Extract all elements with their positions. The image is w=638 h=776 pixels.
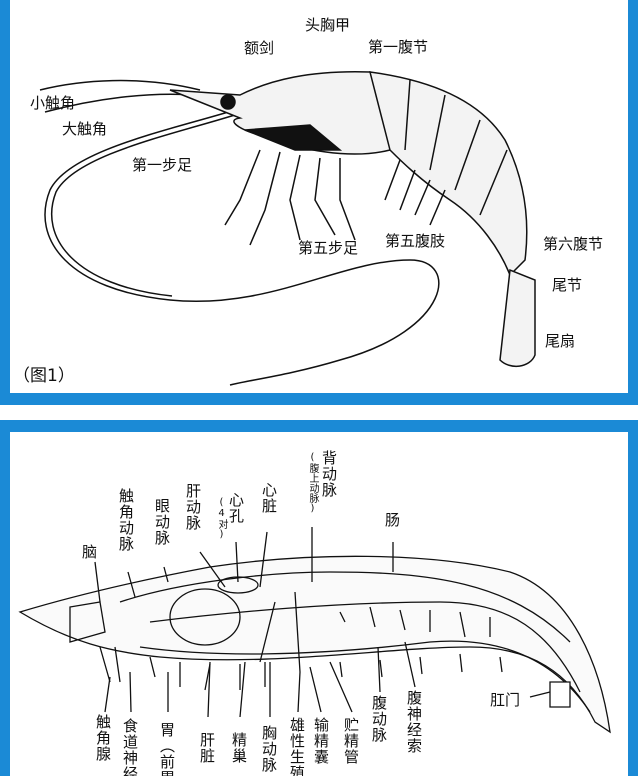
figure-2-canvas: 脑 触角动脉 眼动脉 肝动脉 (4对) 心孔 心脏 (腹上动脉) 背动脉 肠 触… xyxy=(10,432,628,776)
label-male-genital: 雄性生殖 xyxy=(288,717,306,776)
label-brain: 脑 xyxy=(82,543,98,561)
label-antenna: 大触角 xyxy=(62,120,108,138)
label-telson: 尾节 xyxy=(552,276,583,294)
label-antennal-gland: 触角腺 xyxy=(94,714,112,762)
figure-1-canvas: 头胸甲 额剑 第一腹节 小触角 大触角 第一步足 第五步足 第五腹肢 第六腹节 … xyxy=(10,0,628,393)
label-ventral-nerve-cord: 腹神经索 xyxy=(405,690,423,754)
label-ophthalmic-artery: 眼动脉 xyxy=(153,498,171,546)
label-hepatic-artery: 肝动脉 xyxy=(184,483,202,531)
label-liver: 肝脏 xyxy=(198,732,216,764)
label-sixth-abdominal-segment: 第六腹节 xyxy=(543,235,604,253)
label-dorsal-artery: 背动脉 xyxy=(320,450,338,498)
tail-fan-shape xyxy=(499,268,536,367)
label-stomach: 胃（前胃 xyxy=(158,722,176,776)
shrimp-external-illustration xyxy=(39,70,536,386)
eye-icon xyxy=(220,94,236,110)
label-first-walking-leg: 第一步足 xyxy=(132,156,193,174)
label-heart: 心脏 xyxy=(260,482,278,514)
label-anus: 肛门 xyxy=(490,691,521,709)
figure-2-frame: 脑 触角动脉 眼动脉 肝动脉 (4对) 心孔 心脏 (腹上动脉) 背动脉 肠 触… xyxy=(0,420,638,776)
body-outline xyxy=(18,555,611,734)
label-testis: 精巢 xyxy=(230,732,248,764)
antennule-flagellum xyxy=(39,79,201,91)
label-abdominal-artery: 腹动脉 xyxy=(370,695,388,743)
label-ostia: 心孔 xyxy=(227,492,245,524)
antenna-flagellum xyxy=(44,109,440,386)
figure-1-frame: 头胸甲 额剑 第一腹节 小触角 大触角 第一步足 第五步足 第五腹肢 第六腹节 … xyxy=(0,0,638,405)
label-intestine: 肠 xyxy=(385,511,401,529)
label-carapace: 头胸甲 xyxy=(305,16,351,34)
label-fifth-pleopod: 第五腹肢 xyxy=(385,232,446,250)
label-rostrum: 额剑 xyxy=(244,39,275,57)
abdomen-shape xyxy=(368,71,528,277)
label-dorsal-artery-note: (腹上动脉) xyxy=(307,452,318,514)
figure-1-caption: （图1） xyxy=(13,366,75,386)
label-fifth-walking-leg: 第五步足 xyxy=(298,239,359,257)
shrimp-internal-illustration xyxy=(18,527,611,734)
label-first-abdominal-segment: 第一腹节 xyxy=(368,38,429,56)
label-vas-deferens: 输精囊 xyxy=(312,717,330,765)
liver-shape xyxy=(169,588,241,646)
label-esophageal-nerve: 食道神经 xyxy=(121,718,139,776)
mouthpart-shape xyxy=(244,124,343,151)
label-ostia-note: (4对) xyxy=(216,497,227,540)
label-antennal-artery: 触角动脉 xyxy=(117,488,135,552)
label-tail-fan: 尾扇 xyxy=(545,332,576,350)
label-seminal-duct: 贮精管 xyxy=(342,717,360,765)
label-thoracic-artery: 胸动脉 xyxy=(260,725,278,773)
label-antennule: 小触角 xyxy=(30,94,76,112)
